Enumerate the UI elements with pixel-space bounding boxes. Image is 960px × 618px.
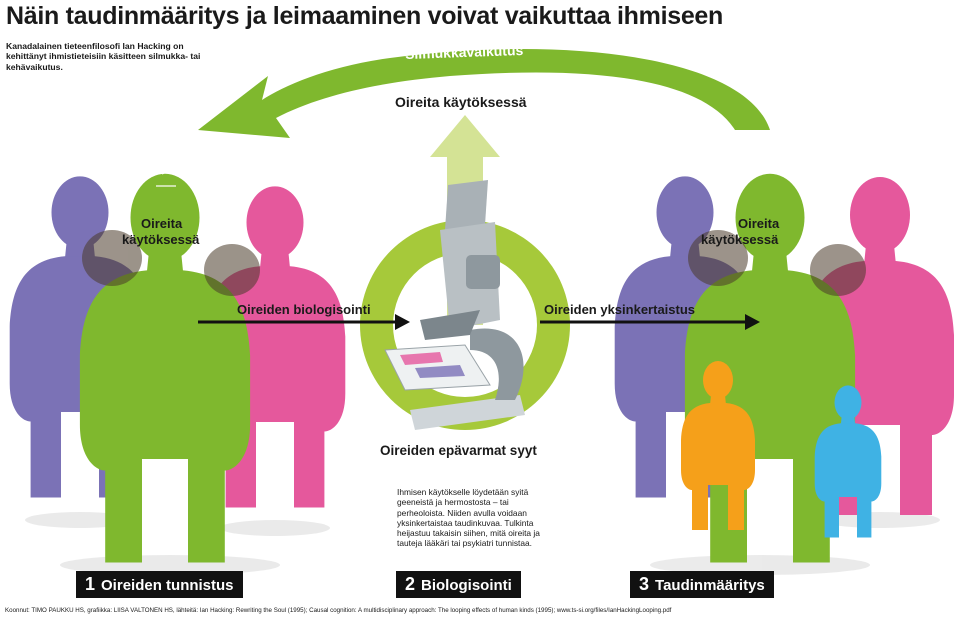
left-group-label-2: käytöksessä: [122, 232, 200, 247]
stage-1-label: Oireiden tunnistus: [101, 577, 234, 594]
stage-2-label: Biologisointi: [421, 577, 512, 594]
left-overlap-shapes: [82, 230, 260, 296]
arrow-right-label: Oireiden yksinkertaistus: [544, 302, 696, 317]
left-group-label-1: Oireita: [141, 216, 183, 231]
description-text: Ihmisen käytökselle löydetään syitä geen…: [397, 487, 540, 549]
intro-text: Kanadalainen tieteenfilosofi Ian Hacking…: [6, 41, 201, 72]
right-overlap-shapes: [688, 230, 866, 296]
stage-2-number: 2: [405, 574, 416, 594]
bottom-label: Oireiden epävarmat syyt: [380, 443, 537, 458]
right-group-label-1: Oireita: [738, 216, 780, 231]
left-face-lines: [150, 149, 182, 187]
stage-3-number: 3: [639, 574, 650, 594]
arrow-yksinkertaistus: [540, 314, 760, 330]
right-group-label-2: käytöksessä: [701, 232, 779, 247]
top-label: Oireita käytöksessä: [395, 94, 527, 110]
stage-1-number: 1: [85, 574, 96, 594]
page-title: Näin taudinmääritys ja leimaaminen voiva…: [6, 2, 723, 30]
arrow-left-label: Oireiden biologisointi: [237, 302, 371, 317]
loop-arrow: [198, 48, 770, 138]
stage-1: 1 Oireiden tunnistus: [76, 571, 243, 598]
microscope-icon: [384, 180, 525, 430]
credits: Koonnut: TIMO PAUKKU HS, grafiikka: LIIS…: [5, 607, 672, 614]
stage-3: 3 Taudinmääritys: [630, 571, 774, 598]
stage-2: 2 Biologisointi: [396, 571, 521, 598]
arrow-biologisointi: [198, 314, 410, 330]
stage-3-label: Taudinmääritys: [655, 577, 765, 594]
